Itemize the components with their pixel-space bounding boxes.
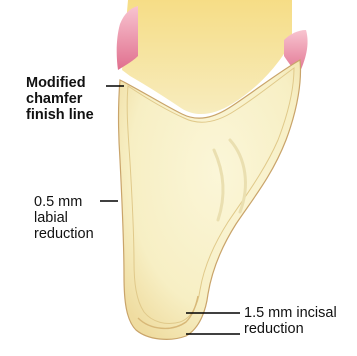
labial-reduction-label-line2: labial bbox=[34, 210, 94, 226]
labial-reduction-label: 0.5 mm labial reduction bbox=[34, 194, 94, 242]
finish-line-label: Modified chamfer finish line bbox=[26, 75, 94, 123]
finish-line-label-line3: finish line bbox=[26, 107, 94, 123]
incisal-reduction-label-line2: reduction bbox=[244, 321, 337, 337]
labial-reduction-label-line1: 0.5 mm bbox=[34, 194, 94, 210]
incisal-reduction-label-line1: 1.5 mm incisal bbox=[244, 305, 337, 321]
finish-line-label-line1: Modified bbox=[26, 75, 94, 91]
incisal-reduction-label: 1.5 mm incisal reduction bbox=[244, 305, 337, 337]
finish-line-label-line2: chamfer bbox=[26, 91, 94, 107]
labial-reduction-label-line3: reduction bbox=[34, 226, 94, 242]
